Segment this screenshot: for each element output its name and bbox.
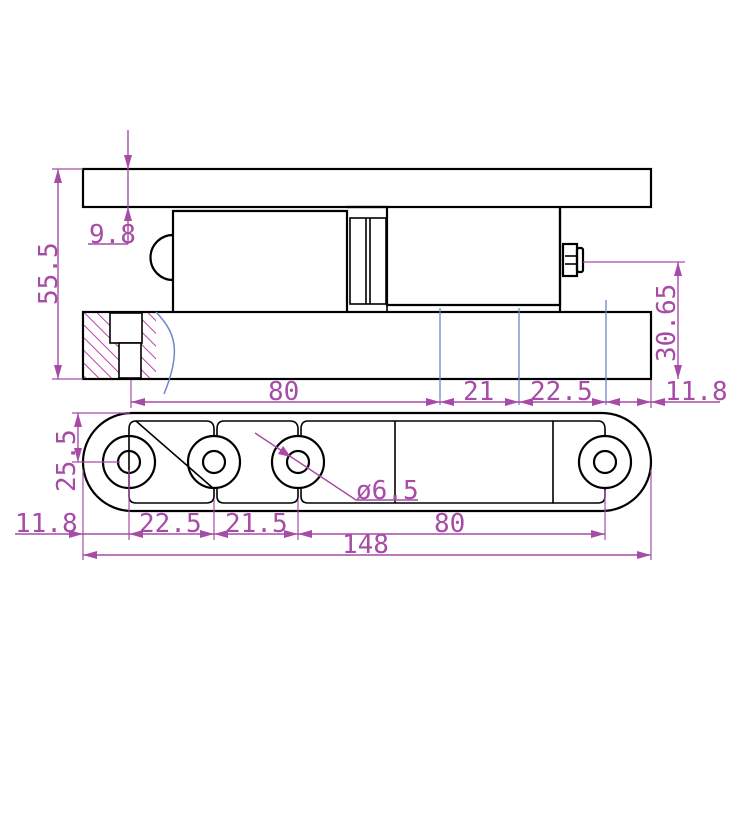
label-hole-dia: ø6.5 bbox=[356, 476, 419, 506]
pad-2 bbox=[216, 420, 299, 504]
hole-ring-2 bbox=[186, 434, 242, 490]
label-148: 148 bbox=[342, 530, 389, 560]
dim-hole-diameter: ø6.5 bbox=[254, 432, 419, 506]
mounting-hole-3 bbox=[285, 449, 311, 475]
label-22-5: 22.5 bbox=[530, 377, 593, 407]
break-line bbox=[155, 311, 176, 395]
sensor-beam bbox=[347, 205, 562, 307]
label-80-top: 80 bbox=[434, 509, 465, 539]
cable-connector-cap bbox=[575, 246, 585, 274]
ball-bearing bbox=[149, 233, 174, 282]
pad-1 bbox=[128, 420, 215, 504]
label-9-8: 9.8 bbox=[89, 220, 136, 250]
label-25-5: 25.5 bbox=[52, 429, 82, 492]
side-view: 55.5 9.8 30.65 bbox=[34, 130, 728, 408]
dim-pitch-row: 11.8 22.5 21.5 80 bbox=[15, 470, 652, 560]
base-plate bbox=[81, 310, 653, 381]
pad-3 bbox=[300, 420, 554, 504]
dim-top-plate: 9.8 bbox=[88, 130, 136, 250]
label-80: 80 bbox=[268, 377, 299, 407]
dim-base-row: 80 21 22.5 11.8 bbox=[130, 377, 728, 408]
label-22-5-top: 22.5 bbox=[139, 509, 202, 539]
dim-bolt-height: 30.65 bbox=[583, 261, 685, 379]
beam-slot bbox=[349, 217, 387, 305]
label-11-8-base: 11.8 bbox=[665, 377, 728, 407]
label-21-5: 21.5 bbox=[225, 509, 288, 539]
mounting-hole-2 bbox=[201, 449, 227, 475]
hole-ring-4 bbox=[577, 434, 633, 490]
label-11-8-top: 11.8 bbox=[15, 509, 78, 539]
load-block bbox=[171, 209, 349, 312]
section-bolt-hole bbox=[118, 342, 142, 379]
dim-overall-length: 148 bbox=[83, 530, 651, 560]
cable-connector bbox=[561, 242, 579, 278]
dim-total-height: 55.5 bbox=[34, 168, 83, 380]
mounting-hole-4 bbox=[592, 449, 618, 475]
top-plate bbox=[81, 167, 653, 209]
label-55-5: 55.5 bbox=[34, 242, 64, 305]
dim-top-width: 25.5 bbox=[52, 412, 130, 492]
label-30-65: 30.65 bbox=[652, 284, 682, 362]
top-view: 25.5 ø6.5 11.8 22.5 21.5 bbox=[15, 411, 653, 560]
hole-ring-3 bbox=[270, 434, 326, 490]
label-21: 21 bbox=[463, 377, 494, 407]
section-counterbore bbox=[109, 312, 143, 344]
